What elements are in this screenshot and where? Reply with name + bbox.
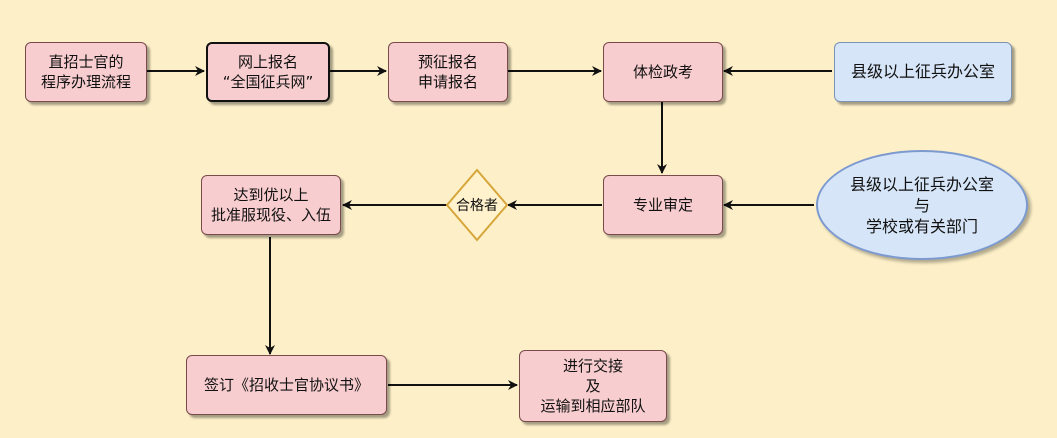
node-physical-political-label: 体检政考 bbox=[632, 63, 693, 81]
node-online-register-label: 网上报名 “全国征兵网” bbox=[222, 53, 314, 91]
node-start: 直招士官的 程序办理流程 bbox=[25, 42, 147, 102]
node-handover-transport: 进行交接 及 运输到相应部队 bbox=[519, 350, 667, 422]
node-sign-agreement: 签订《招收士官协议书》 bbox=[186, 355, 387, 415]
node-pre-register-label: 预征报名 申请报名 bbox=[417, 53, 478, 91]
node-approve-enlist: 达到优以上 批准服现役、入伍 bbox=[201, 175, 341, 235]
node-county-office-label: 县级以上征兵办公室 bbox=[850, 62, 995, 81]
node-professional-review-label: 专业审定 bbox=[632, 196, 693, 214]
diamond-shape bbox=[445, 168, 509, 242]
node-county-office: 县级以上征兵办公室 bbox=[834, 42, 1012, 102]
node-handover-transport-label: 进行交接 及 运输到相应部队 bbox=[540, 357, 646, 415]
node-start-label: 直招士官的 程序办理流程 bbox=[40, 53, 131, 91]
node-county-office-school: 县级以上征兵办公室 与 学校或有关部门 bbox=[816, 150, 1028, 260]
node-approve-enlist-label: 达到优以上 批准服现役、入伍 bbox=[210, 186, 331, 224]
node-professional-review: 专业审定 bbox=[603, 175, 723, 235]
node-pre-register: 预征报名 申请报名 bbox=[388, 42, 508, 102]
node-sign-agreement-label: 签订《招收士官协议书》 bbox=[203, 376, 369, 394]
node-county-office-school-label: 县级以上征兵办公室 与 学校或有关部门 bbox=[849, 174, 994, 236]
node-qualified-decision: 合格者 bbox=[445, 168, 509, 242]
node-online-register: 网上报名 “全国征兵网” bbox=[206, 42, 330, 102]
node-physical-political: 体检政考 bbox=[603, 42, 723, 102]
node-qualified-label: 合格者 bbox=[456, 198, 498, 214]
